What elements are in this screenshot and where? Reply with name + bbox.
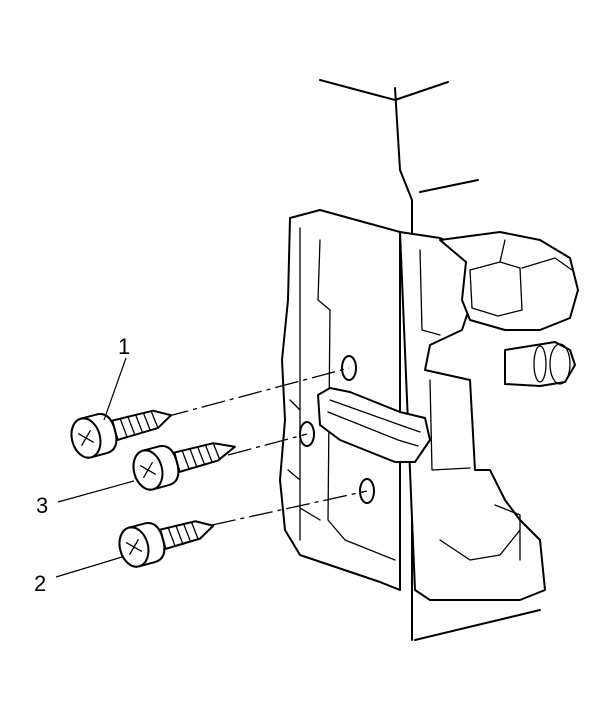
alignment-lines <box>164 367 368 526</box>
callout-2: 2 <box>34 571 47 596</box>
callout-1: 1 <box>118 334 131 359</box>
screw-icon <box>132 442 236 491</box>
door-latch-assembly <box>279 209 579 601</box>
screw-icon <box>118 520 215 568</box>
callout-3: 3 <box>36 493 49 518</box>
screw-icon <box>70 409 173 459</box>
callout-leaders <box>55 357 135 578</box>
